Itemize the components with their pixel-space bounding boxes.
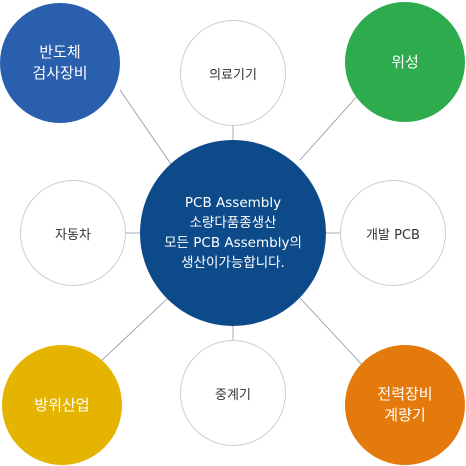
node-label: 개발 PCB	[366, 227, 420, 243]
node-automotive: 자동차	[20, 180, 126, 286]
center-label-line: 생산이가능합니다.	[181, 255, 285, 271]
node-label: 의료기기	[209, 67, 257, 83]
connector-top-right	[299, 92, 361, 161]
center-label-line: 소량다품종생산	[189, 215, 277, 231]
node-medical-devices: 의료기기	[180, 20, 286, 126]
connector-bottom-left	[99, 297, 169, 363]
node-label: 중계기	[215, 387, 251, 403]
node-label: 방위산업	[34, 395, 90, 414]
node-label-line: 검사장비	[32, 64, 88, 82]
node-label: 위성	[391, 52, 419, 71]
center-label-line: 모든 PCB Assembly의	[164, 235, 302, 251]
node-label-line: 반도체	[39, 43, 81, 61]
node-label-line: 전력장비	[377, 385, 433, 403]
node-development-pcb: 개발 PCB	[340, 180, 446, 286]
node-defense-industry: 방위산업	[2, 345, 122, 465]
connector-top-left	[119, 89, 176, 171]
node-power-equipment-meters: 전력장비 계량기	[345, 345, 465, 465]
connector-bottom-right	[299, 297, 366, 369]
node-label-line: 계량기	[384, 406, 426, 424]
node-label: 자동차	[55, 227, 91, 243]
node-repeater: 중계기	[180, 340, 286, 446]
node-semiconductor-inspection: 반도체 검사장비	[0, 3, 120, 123]
center-label-line: PCB Assembly	[184, 195, 282, 211]
node-center-pcb-assembly: PCB Assembly 소량다품종생산 모든 PCB Assembly의 생산…	[140, 140, 326, 326]
node-satellite: 위성	[345, 2, 465, 122]
